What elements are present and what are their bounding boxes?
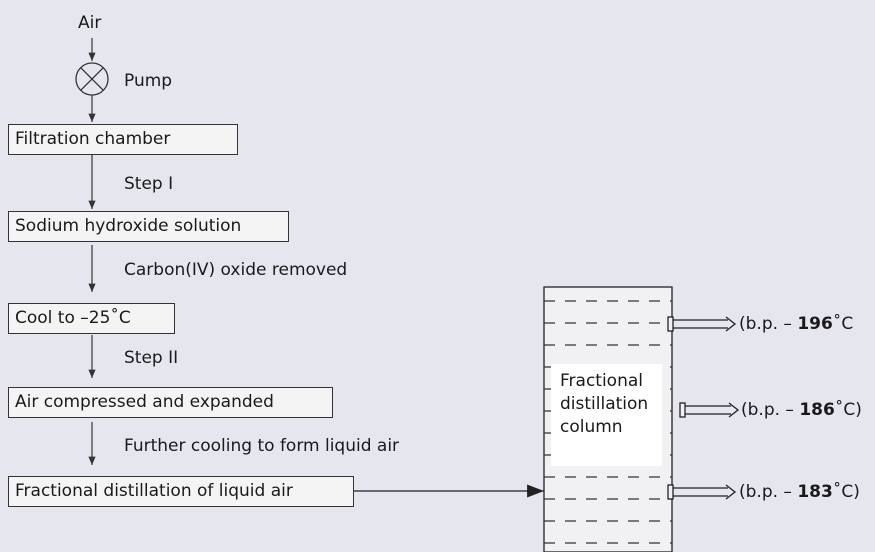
column-label-line-3: column xyxy=(560,417,623,437)
outlet-arrow-186 xyxy=(679,402,740,418)
further-cooling-label: Further cooling to form liquid air xyxy=(124,436,400,456)
output-bp-196-suffix: ˚C xyxy=(832,314,854,334)
output-bp-183-suffix: ˚C) xyxy=(832,482,860,502)
co2-removed-label: Carbon(IV) oxide removed xyxy=(124,260,348,280)
output-bp-196: (b.p. – 196˚C xyxy=(739,314,853,334)
column-label: Fractional distillation column xyxy=(551,364,662,466)
box-cool: Cool to –25˚C xyxy=(8,303,175,334)
output-bp-183-value: 183 xyxy=(797,482,833,502)
step2-label: Step II xyxy=(124,348,179,368)
column-label-line-1: Fractional xyxy=(560,371,643,391)
outlet-arrow-196 xyxy=(667,316,737,332)
output-bp-183: (b.p. – 183˚C) xyxy=(739,482,860,502)
step1-label: Step I xyxy=(124,174,174,194)
pump-label: Pump xyxy=(124,71,173,91)
box-air-compressed: Air compressed and expanded xyxy=(8,387,333,418)
box-fractional-distillation: Fractional distillation of liquid air xyxy=(8,476,354,507)
output-bp-183-prefix: (b.p. – xyxy=(739,482,798,502)
column-label-line-2: distillation xyxy=(560,394,649,414)
output-bp-186-value: 186 xyxy=(799,400,835,420)
box-sodium-hydroxide: Sodium hydroxide solution xyxy=(8,211,289,242)
outlet-arrow-183 xyxy=(667,484,737,500)
output-bp-186: (b.p. – 186˚C) xyxy=(741,400,862,420)
air-label: Air xyxy=(78,13,102,33)
box-filtration-chamber: Filtration chamber xyxy=(8,124,238,155)
output-bp-196-value: 196 xyxy=(797,314,833,334)
output-bp-186-suffix: ˚C) xyxy=(834,400,862,420)
output-bp-186-prefix: (b.p. – xyxy=(741,400,800,420)
pump-symbol-icon xyxy=(75,62,109,96)
output-bp-196-prefix: (b.p. – xyxy=(739,314,798,334)
